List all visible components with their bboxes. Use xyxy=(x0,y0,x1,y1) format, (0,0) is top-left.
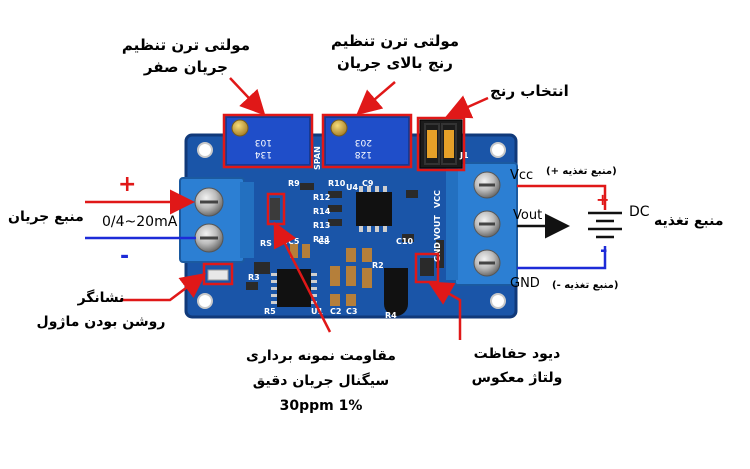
label-indicator: نشانگر روشن بودن ماژول xyxy=(36,286,166,334)
mounting-hole xyxy=(197,142,213,158)
svg-text:R13: R13 xyxy=(313,221,330,230)
svg-text:R10: R10 xyxy=(328,179,346,188)
svg-text:C5: C5 xyxy=(288,237,300,246)
label-protection-diode-line1: دیود حفاظت xyxy=(473,346,561,362)
highlight-zero-pot xyxy=(222,113,314,169)
vcc-wire xyxy=(517,184,607,210)
label-gnd: GND xyxy=(510,276,540,291)
input-terminal-block xyxy=(179,177,254,263)
arrow-led xyxy=(120,273,206,302)
span-trim-pot: 203 128 xyxy=(324,116,410,166)
svg-text:128: 128 xyxy=(355,149,372,159)
output-terminal-block xyxy=(446,162,518,286)
svg-text:134: 134 xyxy=(255,149,272,159)
gnd-wire xyxy=(517,246,607,270)
svg-text:R9: R9 xyxy=(288,179,300,188)
label-current-range: 0/4~20mA xyxy=(102,214,178,230)
svg-text:R2: R2 xyxy=(372,261,384,270)
svg-text:U1: U1 xyxy=(311,307,323,316)
label-range-pot: مولتی ترن تنظیم رنج بالای جریان xyxy=(330,30,460,74)
label-protection-diode: دیود حفاظت ولتاژ معکوس xyxy=(462,342,572,390)
label-sense-resistor-line1: مقاومت نمونه برداری xyxy=(246,348,396,364)
label-sense-resistor-line3: 30ppm 1% xyxy=(279,398,363,414)
svg-text:R3: R3 xyxy=(248,273,260,282)
svg-text:C8: C8 xyxy=(318,237,330,246)
svg-text:R5: R5 xyxy=(264,307,276,316)
arrow-diode xyxy=(427,281,462,340)
label-supply-minus: (منبع تغذیه -) xyxy=(552,280,619,291)
label-battery-plus: + xyxy=(596,190,610,209)
mounting-hole xyxy=(197,293,213,309)
label-range-pot-line2: رنج بالای جریان xyxy=(337,54,453,72)
label-vout: Vout xyxy=(513,208,543,223)
arrow-jumper xyxy=(445,95,489,119)
ic-u4 xyxy=(356,186,392,232)
label-current-source: منبع جریان xyxy=(8,209,84,225)
label-battery-minus: - xyxy=(600,240,608,261)
silk-vcc: VCC xyxy=(433,190,442,208)
smd-components xyxy=(207,183,444,306)
silk-gnd: GND xyxy=(433,242,442,262)
label-zero-pot-line2: جریان صفر xyxy=(143,58,228,76)
label-supply-plus: (منبع تغذیه +) xyxy=(546,166,617,177)
svg-text:U4: U4 xyxy=(346,183,358,192)
arrow-sense-resistor xyxy=(273,221,332,333)
svg-text:R4: R4 xyxy=(385,311,397,320)
label-range-select: انتخاب رنج xyxy=(490,82,569,100)
highlight-diode xyxy=(414,252,440,284)
label-dc: DC xyxy=(629,204,650,220)
svg-text:C9: C9 xyxy=(362,179,374,188)
svg-text:R11: R11 xyxy=(313,235,331,244)
label-protection-diode-line2: ولتاژ معکوس xyxy=(471,370,563,386)
ic-u1 xyxy=(271,269,317,307)
transistor xyxy=(384,268,408,316)
label-range-pot-line1: مولتی ترن تنظیم xyxy=(330,32,460,50)
svg-text:R14: R14 xyxy=(313,207,331,216)
label-sense-resistor: مقاومت نمونه برداری سیگنال جریان دقیق 30… xyxy=(236,344,406,419)
label-vcc: Vcc xyxy=(510,168,534,183)
label-indicator-line2: روشن بودن ماژول xyxy=(36,314,166,330)
svg-text:203: 203 xyxy=(355,137,372,147)
svg-text:C10: C10 xyxy=(396,237,413,246)
svg-text:RS: RS xyxy=(260,239,272,248)
label-zero-pot-line1: مولتی ترن تنظیم xyxy=(121,36,250,54)
label-indicator-line1: نشانگر xyxy=(77,290,125,306)
silk-vout: VOUT xyxy=(433,215,442,240)
silk-span: SPAN xyxy=(313,146,322,170)
arrow-zero-pot xyxy=(229,77,266,116)
highlight-jumper xyxy=(416,116,466,172)
mounting-hole xyxy=(490,142,506,158)
range-jumper-header xyxy=(419,119,463,169)
label-power-supply: منبع تغذیه xyxy=(654,213,724,229)
dc-battery-symbol xyxy=(588,211,622,239)
mounting-hole xyxy=(490,293,506,309)
label-input-plus: + xyxy=(118,172,137,197)
svg-text:R12: R12 xyxy=(313,193,330,202)
svg-text:C3: C3 xyxy=(346,307,357,316)
zero-trim-pot: 103 134 xyxy=(225,116,311,166)
svg-text:103: 103 xyxy=(255,137,272,147)
label-input-minus: - xyxy=(120,244,130,269)
label-sense-resistor-line2: سیگنال جریان دقیق xyxy=(252,373,390,389)
label-zero-pot: مولتی ترن تنظیم جریان صفر xyxy=(122,34,250,78)
arrow-span-pot xyxy=(356,81,396,116)
svg-text:C2: C2 xyxy=(330,307,341,316)
